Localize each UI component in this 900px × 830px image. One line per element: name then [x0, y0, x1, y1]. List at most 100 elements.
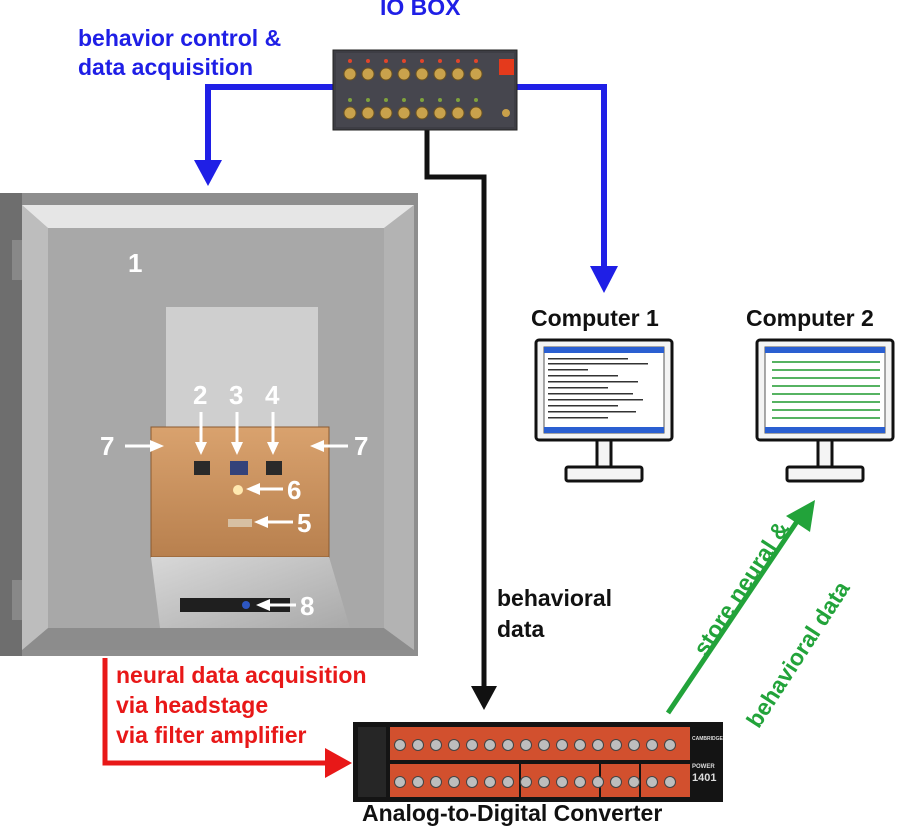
io-led [384, 98, 388, 102]
behavioral-chamber [0, 193, 418, 656]
chamber-number-1: 1 [128, 248, 143, 278]
bnc-connector [430, 739, 442, 751]
bnc-connector [502, 776, 514, 788]
io-jack [469, 106, 483, 120]
adc-power-label: POWER [692, 764, 715, 770]
adc-device [353, 722, 723, 802]
io-led [474, 98, 478, 102]
bnc-connector [592, 776, 604, 788]
io-led [438, 59, 442, 63]
bnc-connector [430, 776, 442, 788]
neural-data-line2: via headstage [116, 692, 269, 718]
io-jack [469, 67, 483, 81]
neural-data-line3: via filter amplifier [116, 722, 307, 748]
io-led [402, 98, 406, 102]
bnc-connector [574, 739, 586, 751]
bnc-connector [520, 776, 532, 788]
io-led [402, 59, 406, 63]
io-led [474, 59, 478, 63]
bnc-connector [646, 739, 658, 751]
bnc-connector [556, 739, 568, 751]
chamber-number-3: 3 [229, 380, 244, 410]
bnc-connector [664, 776, 676, 788]
io-jack [379, 106, 393, 120]
bnc-connector [610, 739, 622, 751]
io-led [438, 98, 442, 102]
chamber-pointer-arrows [125, 412, 348, 611]
io-led [420, 98, 424, 102]
bnc-connector [412, 739, 424, 751]
bnc-connector [664, 739, 676, 751]
bnc-connector [394, 739, 406, 751]
io-jack [451, 67, 465, 81]
computer-1-label: Computer 1 [531, 305, 659, 331]
bnc-connector [628, 776, 640, 788]
bnc-connector [574, 776, 586, 788]
bnc-connector [520, 739, 532, 751]
io-jack [343, 106, 357, 120]
black-arrow-behavioral-data [424, 130, 497, 710]
io-led [348, 98, 352, 102]
computer-1-monitor [534, 338, 674, 483]
io-led [348, 59, 352, 63]
bnc-connector [466, 776, 478, 788]
io-box-title: IO BOX [380, 0, 461, 20]
io-jack [361, 106, 375, 120]
io-box-jacks [343, 59, 483, 120]
adc-brand-label: CAMBRIDGE [692, 736, 723, 742]
bnc-connector [556, 776, 568, 788]
adc-label: Analog-to-Digital Converter [362, 800, 663, 826]
io-jack [415, 67, 429, 81]
computer-2-monitor [755, 338, 895, 483]
chamber-number-7-left: 7 [100, 431, 115, 461]
behavioral-data-line1: behavioral [497, 585, 613, 611]
io-jack [397, 67, 411, 81]
bnc-connector [448, 739, 460, 751]
blue-arrow-to-computer1 [516, 84, 618, 293]
computer-2-label: Computer 2 [746, 305, 874, 331]
io-led [420, 59, 424, 63]
io-jack [343, 67, 357, 81]
neural-data-line1: neural data acquisition [116, 662, 367, 688]
io-jack [451, 106, 465, 120]
chamber-number-8: 8 [300, 591, 315, 621]
adc-connectors [394, 739, 676, 788]
bnc-connector [484, 776, 496, 788]
behavioral-data-line2: data [497, 616, 545, 642]
bnc-connector [538, 739, 550, 751]
io-jack [415, 106, 429, 120]
io-jack [433, 67, 447, 81]
chamber-number-5: 5 [297, 508, 312, 538]
bnc-connector [628, 739, 640, 751]
io-led [456, 59, 460, 63]
behavior-control-line2: data acquisition [78, 54, 254, 80]
io-led [366, 59, 370, 63]
io-led [366, 98, 370, 102]
bnc-connector [646, 776, 658, 788]
bnc-connector [592, 739, 604, 751]
blue-arrow-to-chamber [194, 84, 333, 186]
bnc-connector [502, 739, 514, 751]
bnc-connector [466, 739, 478, 751]
behavior-control-line1: behavior control & [78, 25, 282, 51]
chamber-number-4: 4 [265, 380, 280, 410]
chamber-number-7-right: 7 [354, 431, 369, 461]
bnc-connector [448, 776, 460, 788]
io-led [384, 59, 388, 63]
io-jack [433, 106, 447, 120]
io-jack [397, 106, 411, 120]
io-jack [361, 67, 375, 81]
bnc-connector [610, 776, 622, 788]
io-jack [379, 67, 393, 81]
red-arrow-neural-data [102, 658, 352, 778]
chamber-number-2: 2 [193, 380, 208, 410]
adc-model-label: 1401 [692, 772, 716, 784]
bnc-connector [484, 739, 496, 751]
bnc-connector [394, 776, 406, 788]
bnc-connector [538, 776, 550, 788]
chamber-number-6: 6 [287, 475, 302, 505]
green-arrow-store-data [665, 500, 815, 715]
bnc-connector [412, 776, 424, 788]
io-led [456, 98, 460, 102]
